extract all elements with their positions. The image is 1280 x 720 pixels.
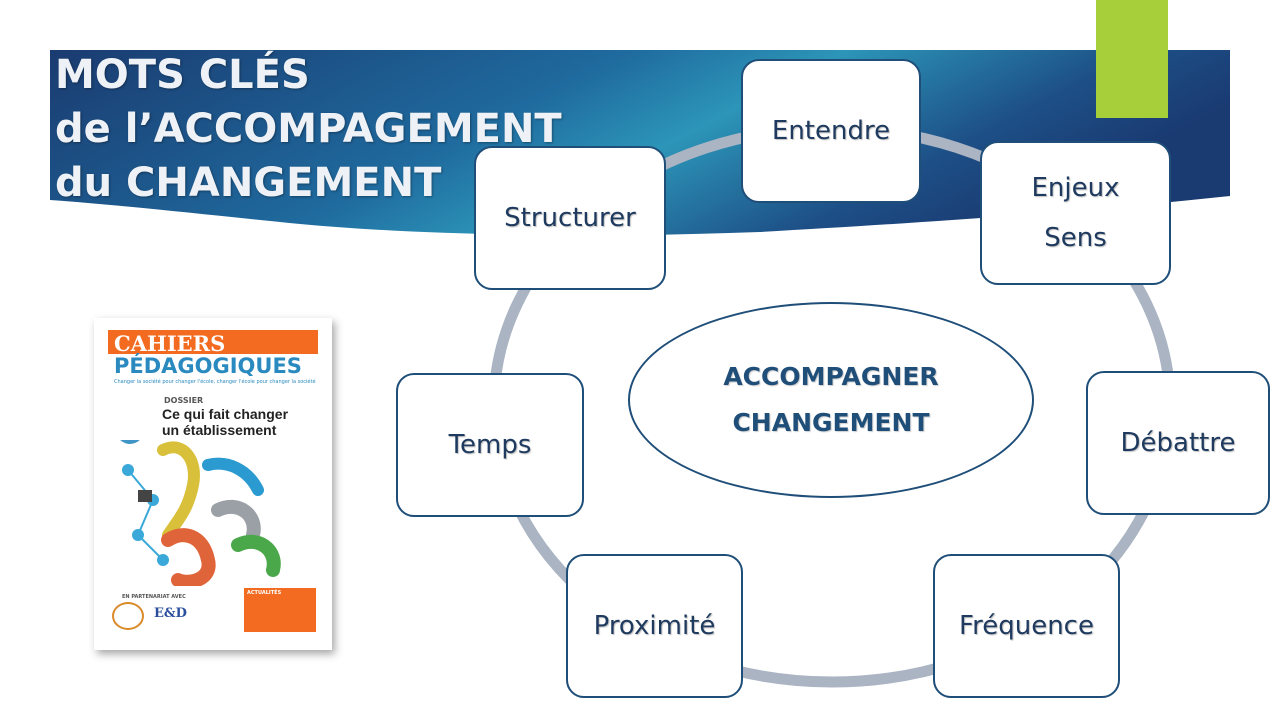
title-line-1: MOTS CLÉS [55, 52, 310, 98]
center-node: ACCOMPAGNER CHANGEMENT [628, 302, 1034, 498]
cover-dossier: DOSSIER [164, 396, 204, 405]
node-structurer-label: Structurer [504, 203, 636, 233]
page-title: MOTS CLÉS de l’ACCOMPAGEMENT du CHANGEME… [55, 48, 562, 210]
cover-cahiers: CAHIERS [114, 331, 226, 356]
cover-headline-2: un établissement [162, 422, 277, 438]
node-temps: Temps [396, 373, 584, 517]
center-line-1: ACCOMPAGNER [723, 362, 939, 391]
cover-partner: EN PARTENARIAT AVEC [122, 594, 186, 600]
node-debattre: Débattre [1086, 371, 1270, 515]
cover-tagline: Changer la société pour changer l'école,… [114, 379, 316, 385]
title-line-3: du CHANGEMENT [55, 160, 442, 206]
node-proximite-label: Proximité [593, 611, 716, 641]
magazine-cover: CAHIERS PÉDAGOGIQUES Changer la société … [94, 318, 332, 650]
node-frequence-label: Fréquence [959, 611, 1094, 641]
node-entendre: Entendre [741, 59, 921, 203]
node-entendre-label: Entendre [771, 116, 891, 146]
node-debattre-label: Débattre [1120, 428, 1236, 458]
accent-tab [1096, 0, 1168, 118]
cover-partner-logo [112, 602, 144, 630]
node-proximite: Proximité [566, 554, 743, 698]
node-enjeux-sens: Enjeux Sens [980, 141, 1171, 285]
cover-actualites-box [244, 588, 316, 632]
node-structurer: Structurer [474, 146, 666, 290]
cover-pedagogiques: PÉDAGOGIQUES [114, 354, 302, 378]
cover-band [108, 330, 318, 354]
cover-actualites: ACTUALITÉS [247, 590, 282, 596]
title-line-2: de l’ACCOMPAGEMENT [55, 106, 562, 152]
node-sens-label: Sens [1044, 223, 1107, 253]
cover-headline-1: Ce qui fait changer [162, 406, 289, 422]
node-frequence: Fréquence [933, 554, 1120, 698]
cover-headline: Ce qui fait changer un établissement [162, 406, 288, 438]
node-enjeux-label: Enjeux [1031, 173, 1120, 203]
cover-illustration [120, 440, 281, 586]
node-temps-label: Temps [448, 430, 532, 460]
cover-ed-logo: E&D [154, 606, 187, 621]
center-line-2: CHANGEMENT [732, 408, 930, 437]
